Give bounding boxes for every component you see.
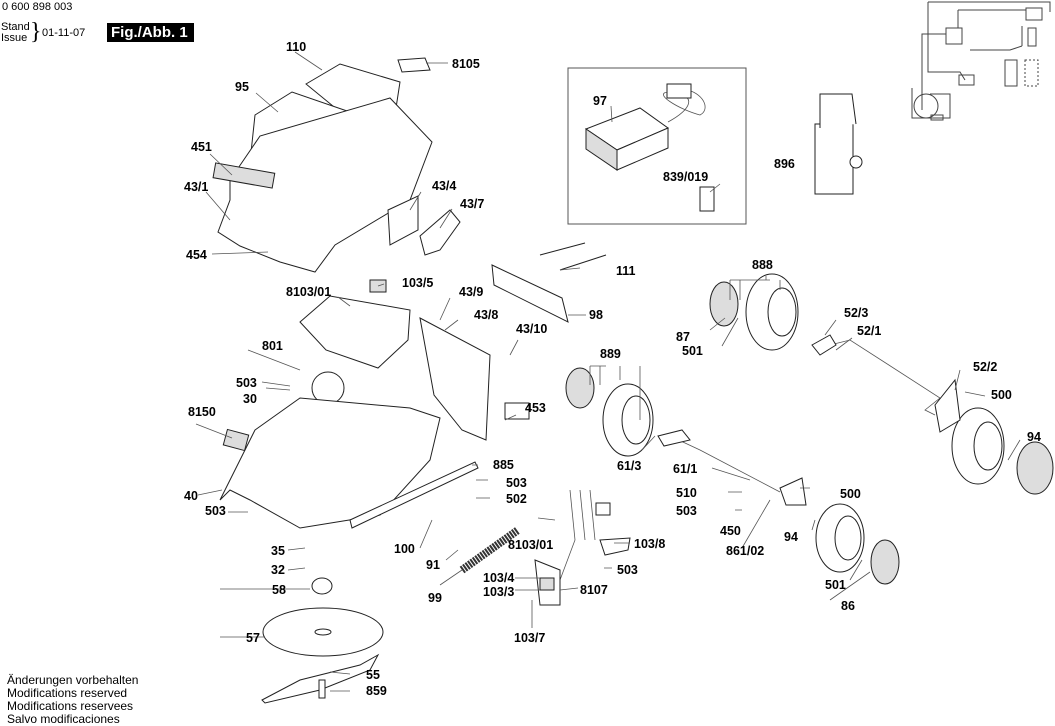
callout-label[interactable]: 43/8 — [474, 308, 499, 322]
callout-label[interactable]: 61/1 — [673, 462, 698, 476]
callout-label[interactable]: 885 — [493, 458, 514, 472]
callout-label[interactable]: 501 — [825, 578, 846, 592]
callout-label[interactable]: 103/3 — [483, 585, 515, 599]
callout-label[interactable]: 510 — [676, 486, 697, 500]
callout-label[interactable]: 500 — [991, 388, 1012, 402]
callout-label[interactable]: 111 — [616, 264, 636, 278]
callout-label[interactable]: 94 — [784, 530, 798, 544]
modifications-notice: Änderungen vorbehalten Modifications res… — [7, 674, 138, 726]
callout-label[interactable]: 110 — [286, 40, 307, 54]
wiring-schematic — [911, 1, 1051, 121]
axles — [657, 334, 961, 506]
wheel-rear-left — [709, 273, 799, 351]
callout-label[interactable]: 100 — [394, 542, 415, 556]
callout-label[interactable]: 43/9 — [459, 285, 484, 299]
stand-issue-label: Stand Issue — [1, 22, 30, 44]
callout-label[interactable]: 40 — [184, 489, 198, 503]
callout-label[interactable]: 503 — [676, 504, 697, 518]
callout-label[interactable]: 8150 — [188, 405, 216, 419]
callout-label[interactable]: 43/7 — [460, 197, 485, 211]
notice-line: Modifications reservees — [7, 699, 134, 713]
callout-label[interactable]: 801 — [262, 339, 283, 353]
callout-label[interactable]: 43/10 — [516, 322, 548, 336]
callout-label[interactable]: 500 — [840, 487, 861, 501]
callout-label[interactable]: 503 — [506, 476, 527, 490]
callout-label[interactable]: 43/4 — [432, 179, 457, 193]
callout-label[interactable]: 32 — [271, 563, 285, 577]
callout-label[interactable]: 87 — [676, 330, 690, 344]
callout-label[interactable]: 501 — [682, 344, 703, 358]
wiring-harness — [534, 489, 631, 606]
leader-lines — [195, 51, 1021, 692]
callout-label[interactable]: 889 — [600, 347, 621, 361]
wheel-front-left — [565, 367, 654, 457]
callout-label[interactable]: 859 — [366, 684, 387, 698]
callout-label[interactable]: 888 — [752, 258, 773, 272]
callout-label[interactable]: 503 — [617, 563, 638, 577]
callout-label[interactable]: 91 — [426, 558, 440, 572]
callout-label[interactable]: 503 — [205, 504, 226, 518]
wheel-rear-right — [951, 407, 1054, 495]
figure-label: Fig./Abb. 1 — [107, 23, 194, 42]
callout-label[interactable]: 61/3 — [617, 459, 642, 473]
callout-label[interactable]: 8103/01 — [286, 285, 332, 299]
callout-label[interactable]: 453 — [525, 401, 546, 415]
brace-icon: } — [30, 19, 42, 45]
callout-label[interactable]: 99 — [428, 591, 442, 605]
callout-label[interactable]: 103/4 — [483, 571, 515, 585]
callout-label[interactable]: 52/1 — [857, 324, 882, 338]
callout-label[interactable]: 57 — [246, 631, 260, 645]
callout-label[interactable]: 86 — [841, 599, 855, 613]
callout-label[interactable]: 103/5 — [402, 276, 434, 290]
issue-label: Issue — [1, 32, 28, 44]
stand-label: Stand — [1, 21, 30, 33]
callout-label[interactable]: 58 — [272, 583, 286, 597]
callout-label[interactable]: 454 — [186, 248, 207, 262]
callout-label[interactable]: 95 — [235, 80, 249, 94]
wheel-front-right — [815, 503, 900, 585]
callout-label[interactable]: 30 — [243, 392, 257, 406]
callout-label[interactable]: 43/1 — [184, 180, 209, 194]
callout-label[interactable]: 839/019 — [663, 170, 709, 184]
callout-label[interactable]: 502 — [506, 492, 527, 506]
charger-97 — [584, 83, 715, 212]
callout-label[interactable]: 103/7 — [514, 631, 546, 645]
callout-label[interactable]: 103/8 — [634, 537, 666, 551]
callout-label[interactable]: 55 — [366, 668, 380, 682]
callout-label[interactable]: 52/2 — [973, 360, 998, 374]
callout-label[interactable]: 451 — [191, 140, 212, 154]
callout-label[interactable]: 52/3 — [844, 306, 869, 320]
spring-99 — [459, 526, 521, 574]
callout-label[interactable]: 8103/01 — [508, 538, 554, 552]
callout-label[interactable]: 503 — [236, 376, 257, 390]
callout-label[interactable]: 97 — [593, 94, 607, 108]
notice-line: Salvo modificaciones — [7, 712, 120, 726]
notice-line: Änderungen vorbehalten — [7, 673, 139, 687]
callout-label[interactable]: 94 — [1027, 430, 1041, 444]
callout-label[interactable]: 896 — [774, 157, 795, 171]
callout-label[interactable]: 8105 — [452, 57, 480, 71]
notice-line: Modifications reserved — [7, 686, 128, 700]
charger-box-frame — [567, 67, 747, 225]
battery-896 — [814, 93, 863, 195]
issue-date: 01-11-07 — [42, 27, 86, 39]
blade-assembly — [261, 577, 384, 704]
callout-label[interactable]: 861/02 — [726, 544, 765, 558]
callout-label[interactable]: 98 — [589, 308, 603, 322]
callout-label[interactable]: 450 — [720, 524, 741, 538]
callout-label[interactable]: 35 — [271, 544, 285, 558]
housing-upper — [212, 57, 461, 273]
part-number: 0 600 898 003 — [2, 1, 73, 13]
housing-lower — [219, 242, 607, 529]
callout-label[interactable]: 8107 — [580, 583, 608, 597]
